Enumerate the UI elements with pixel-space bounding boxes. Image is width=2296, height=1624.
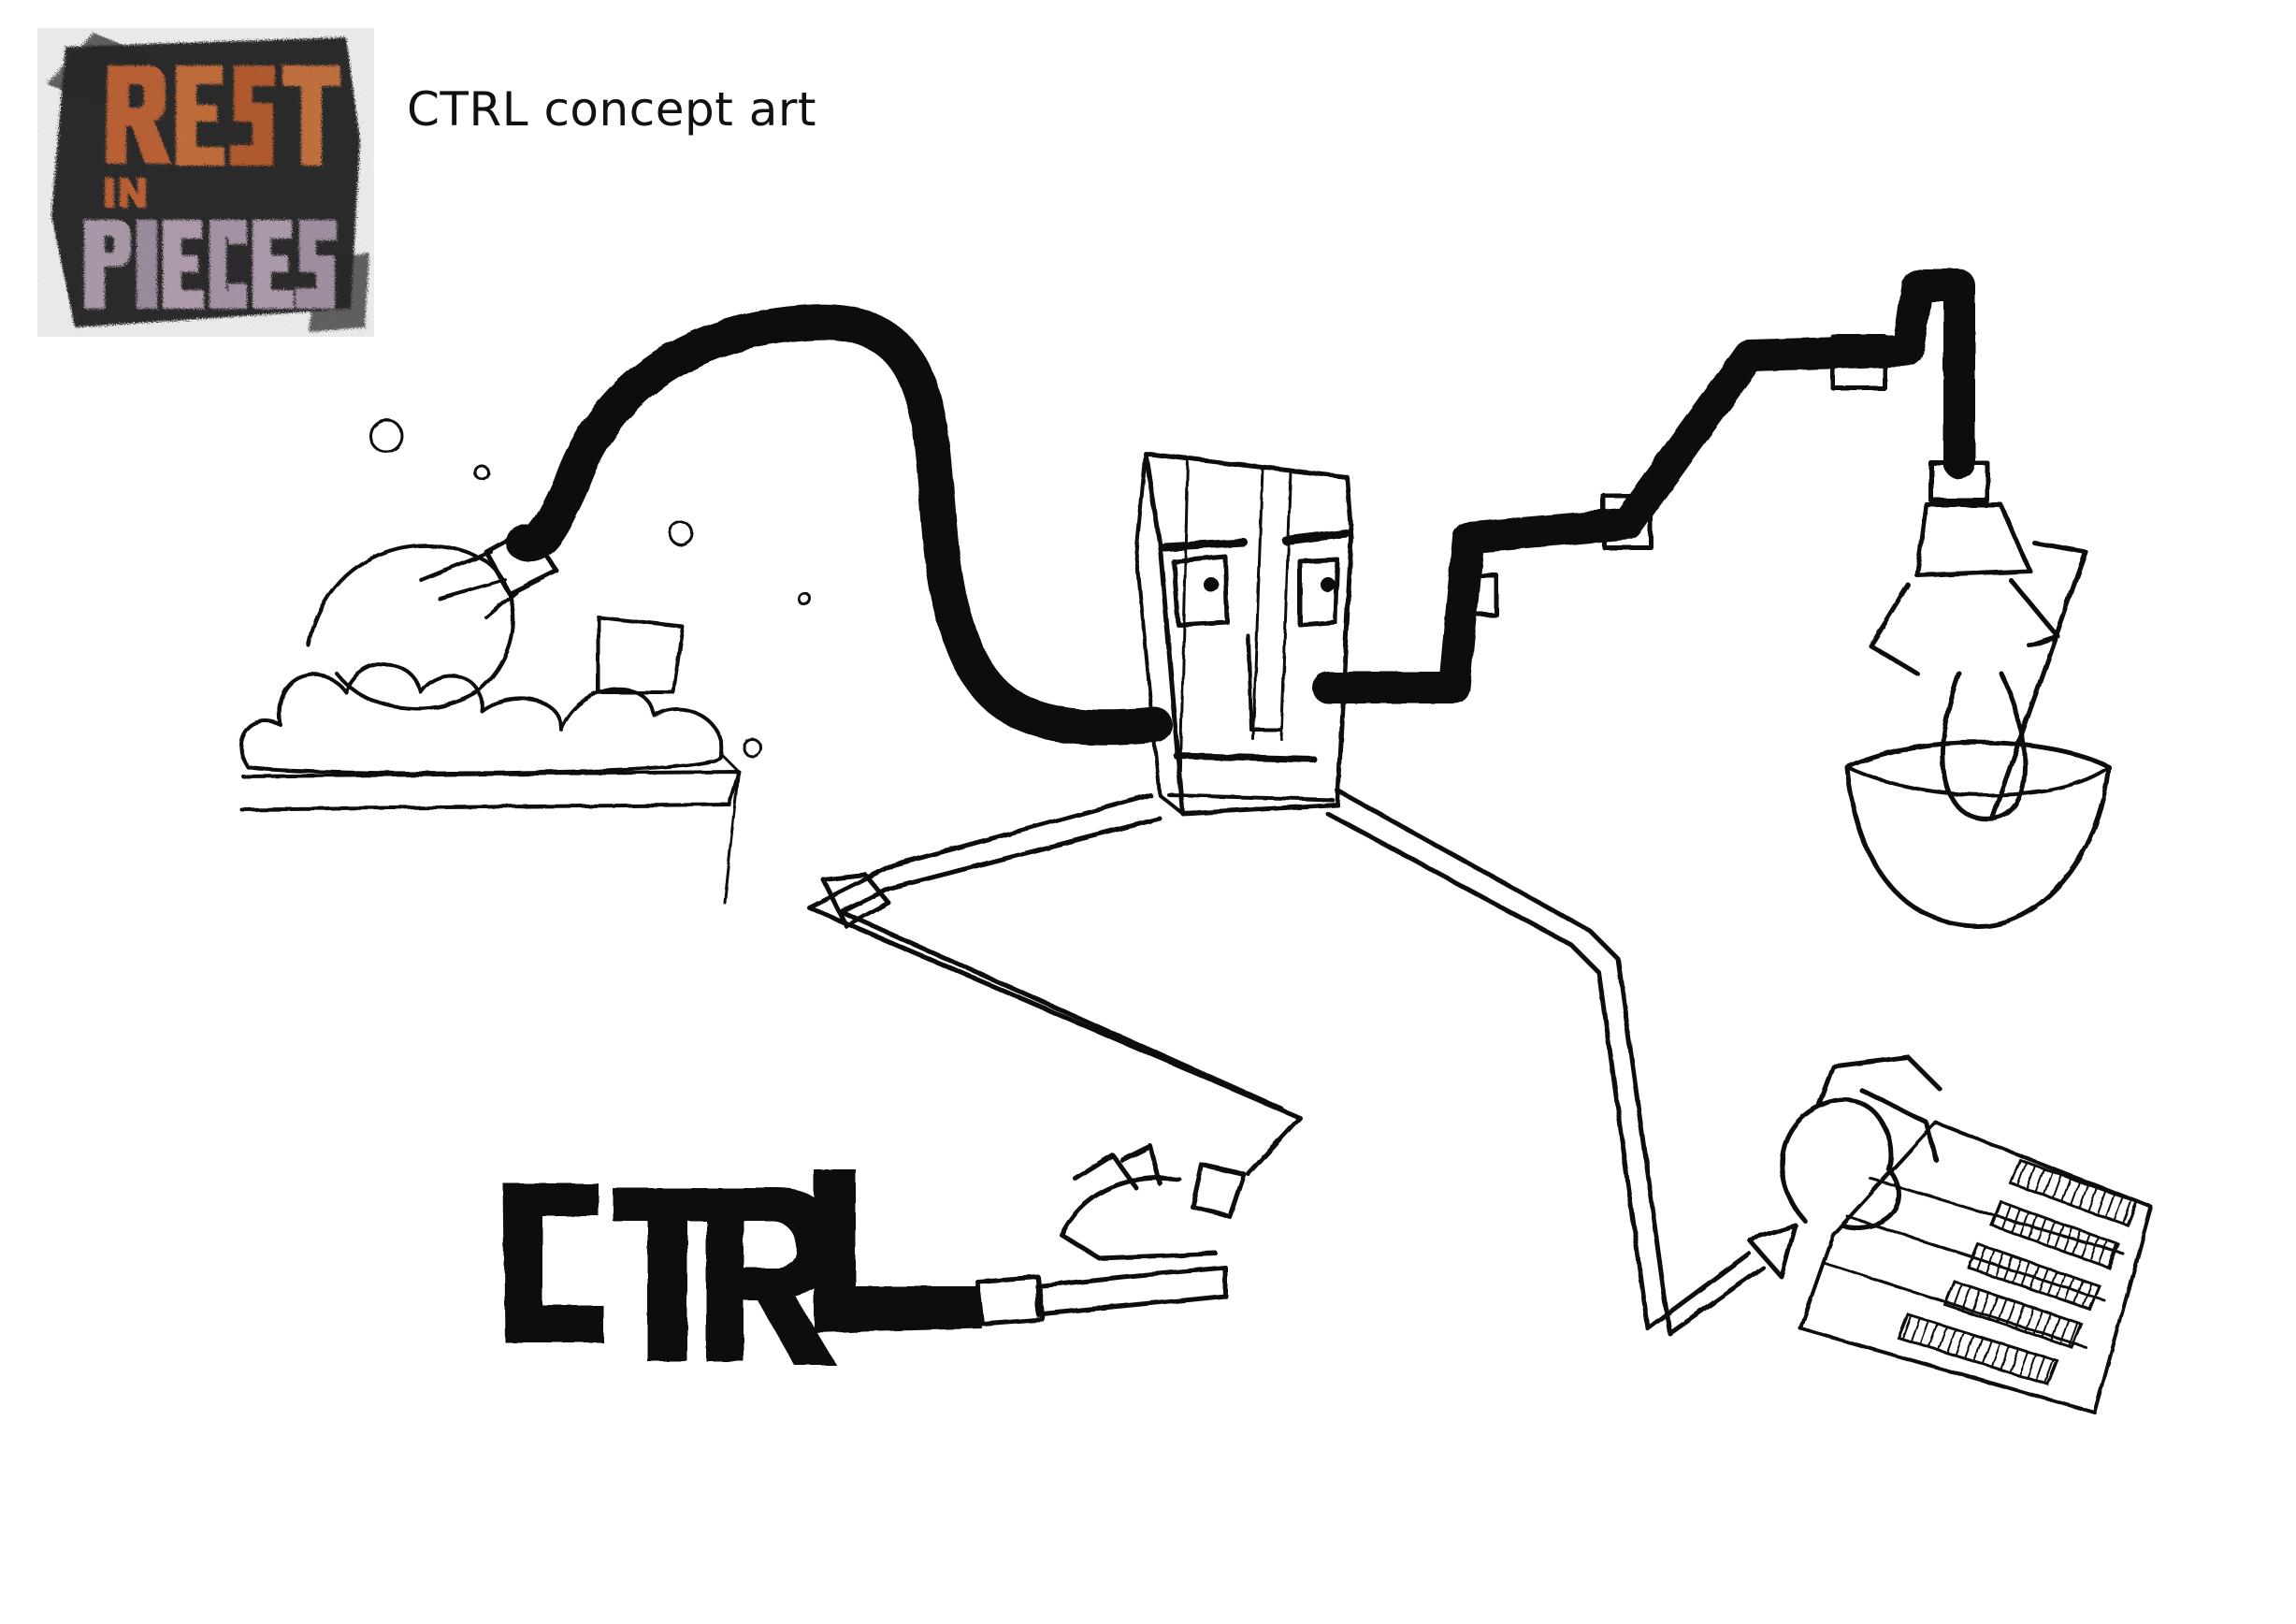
mixing-bowl (1844, 740, 2112, 929)
robot-body (1134, 451, 1354, 817)
whisk-pipe-arm (1312, 269, 2112, 929)
rest-in-pieces-logo (37, 28, 374, 337)
whisk-icon (1940, 540, 2088, 821)
brush-arm (806, 792, 1303, 1327)
piano-black-keys (1897, 1158, 2139, 1386)
ctrl-lettering (503, 1169, 982, 1366)
vacuum-hose-arm (419, 304, 1173, 746)
soap-foam-sink (238, 418, 812, 905)
paintbrush-icon (1035, 1265, 1228, 1317)
robot-left-eye (1171, 554, 1230, 628)
piano-arm (1325, 788, 2153, 1414)
robot-right-eye (1297, 557, 1340, 628)
page-caption: CTRL concept art (407, 82, 817, 137)
